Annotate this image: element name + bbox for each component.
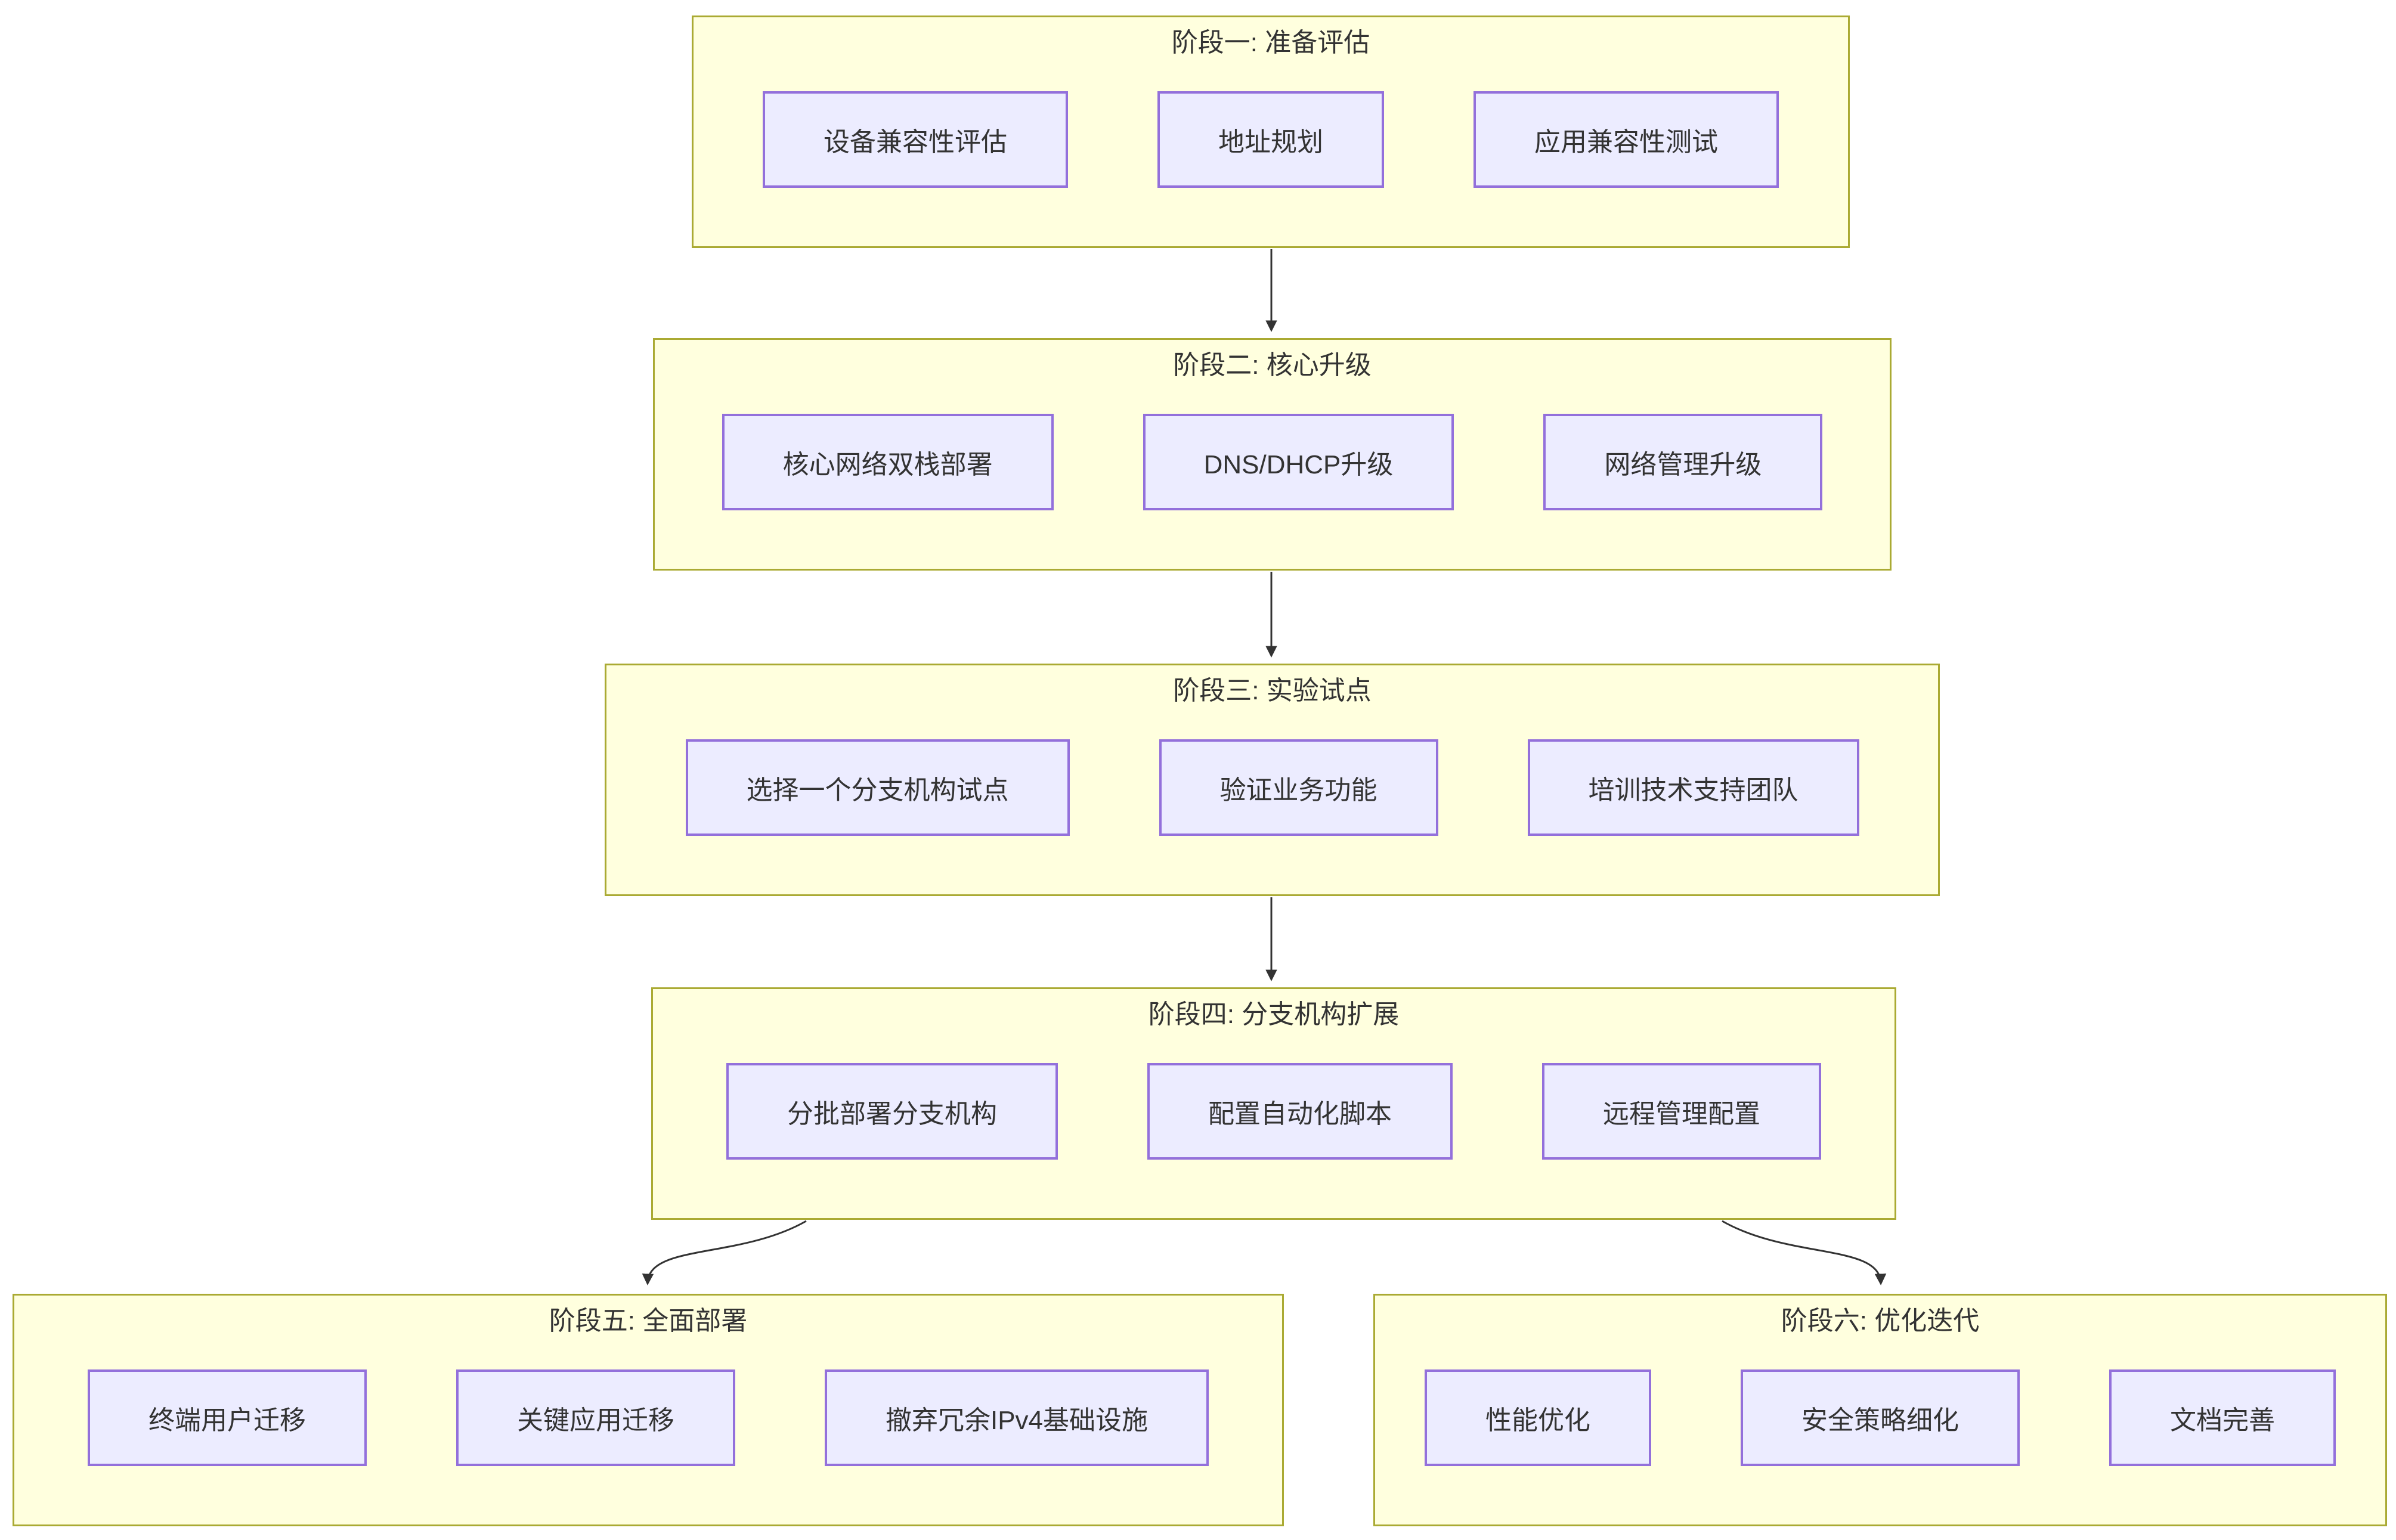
phase-3-title: 阶段三: 实验试点 <box>1173 676 1372 705</box>
node-remote-management-config: 远程管理配置 <box>1542 1063 1821 1160</box>
phase-container-4: 阶段四: 分支机构扩展 分批部署分支机构 配置自动化脚本 远程管理配置 <box>651 987 1896 1220</box>
phase-4-node-row: 分批部署分支机构 配置自动化脚本 远程管理配置 <box>653 1063 1894 1160</box>
node-performance-optimization: 性能优化 <box>1425 1369 1651 1466</box>
node-documentation-completion: 文档完善 <box>2109 1369 2336 1466</box>
phase-container-6: 阶段六: 优化迭代 性能优化 安全策略细化 文档完善 <box>1373 1294 2387 1526</box>
phase-1-node-row: 设备兼容性评估 地址规划 应用兼容性测试 <box>694 91 1848 188</box>
phase-6-title: 阶段六: 优化迭代 <box>1781 1306 1980 1336</box>
phase-1-title: 阶段一: 准备评估 <box>1171 28 1370 57</box>
node-config-automation-scripts: 配置自动化脚本 <box>1147 1063 1453 1160</box>
node-decommission-redundant-ipv4: 撤弃冗余IPv4基础设施 <box>824 1369 1209 1466</box>
phase-2-node-row: 核心网络双栈部署 DNS/DHCP升级 网络管理升级 <box>655 414 1890 510</box>
node-core-network-dual-stack: 核心网络双栈部署 <box>722 414 1054 510</box>
phase-5-node-row: 终端用户迁移 关键应用迁移 撤弃冗余IPv4基础设施 <box>14 1369 1282 1466</box>
node-select-pilot-branch: 选择一个分支机构试点 <box>685 739 1070 836</box>
node-batch-deploy-branches: 分批部署分支机构 <box>726 1063 1058 1160</box>
phase-5-title: 阶段五: 全面部署 <box>549 1306 748 1336</box>
phase-container-1: 阶段一: 准备评估 设备兼容性评估 地址规划 应用兼容性测试 <box>692 16 1850 248</box>
phase-3-node-row: 选择一个分支机构试点 验证业务功能 培训技术支持团队 <box>606 739 1938 836</box>
node-security-policy-refinement: 安全策略细化 <box>1741 1369 2020 1466</box>
phase-4-title: 阶段四: 分支机构扩展 <box>1148 1000 1400 1029</box>
node-device-compatibility-assessment: 设备兼容性评估 <box>763 91 1068 188</box>
node-train-support-team: 培训技术支持团队 <box>1527 739 1859 836</box>
phase-6-node-row: 性能优化 安全策略细化 文档完善 <box>1375 1369 2385 1466</box>
phase-2-title: 阶段二: 核心升级 <box>1173 351 1372 380</box>
node-app-compatibility-testing: 应用兼容性测试 <box>1473 91 1779 188</box>
phase-container-5: 阶段五: 全面部署 终端用户迁移 关键应用迁移 撤弃冗余IPv4基础设施 <box>13 1294 1284 1526</box>
node-end-user-migration: 终端用户迁移 <box>87 1369 367 1466</box>
node-critical-app-migration: 关键应用迁移 <box>456 1369 735 1466</box>
node-network-management-upgrade: 网络管理升级 <box>1543 414 1823 510</box>
edge-phase4-phase5 <box>642 1220 807 1285</box>
edge-phase4-phase6 <box>1722 1220 1887 1285</box>
phase-container-2: 阶段二: 核心升级 核心网络双栈部署 DNS/DHCP升级 网络管理升级 <box>653 338 1892 571</box>
phase-container-3: 阶段三: 实验试点 选择一个分支机构试点 验证业务功能 培训技术支持团队 <box>605 664 1940 896</box>
node-dns-dhcp-upgrade: DNS/DHCP升级 <box>1143 414 1454 510</box>
node-validate-business-functions: 验证业务功能 <box>1159 739 1438 836</box>
node-address-planning: 地址规划 <box>1157 91 1384 188</box>
